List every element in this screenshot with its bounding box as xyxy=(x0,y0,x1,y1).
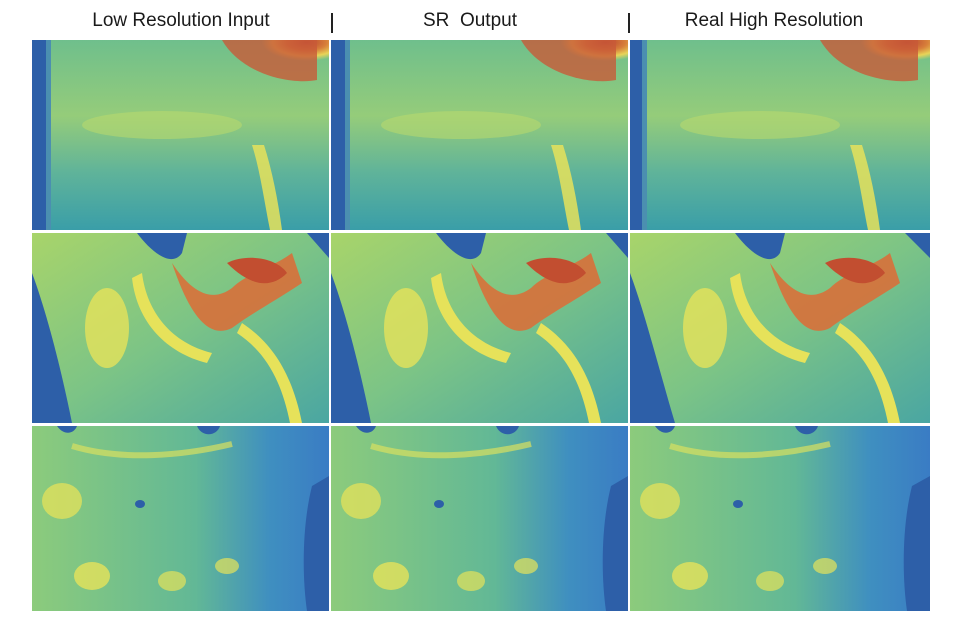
thermal-panel-row3-real-high-res xyxy=(630,426,930,611)
thermal-panel-row1-sr-output xyxy=(331,40,628,230)
thermal-panel-row3-sr-output xyxy=(331,426,628,611)
thermal-panel-row2-low-res xyxy=(32,233,329,423)
thermal-panel-row1-low-res xyxy=(32,40,329,230)
thermal-panel-row1-real-high-res xyxy=(630,40,930,230)
column-title-low-resolution: Low Resolution Input xyxy=(92,10,270,31)
thermal-panel-row2-real-high-res xyxy=(630,233,930,423)
thermal-image-grid xyxy=(32,40,930,611)
header: Low Resolution Input SR Output Real High… xyxy=(0,0,960,40)
column-separator xyxy=(331,13,333,33)
column-title-sr-output: SR Output xyxy=(423,10,517,31)
thermal-panel-row2-sr-output xyxy=(331,233,628,423)
column-separator xyxy=(628,13,630,33)
thermal-panel-row3-low-res xyxy=(32,426,329,611)
column-title-real-high-resolution: Real High Resolution xyxy=(684,10,864,31)
